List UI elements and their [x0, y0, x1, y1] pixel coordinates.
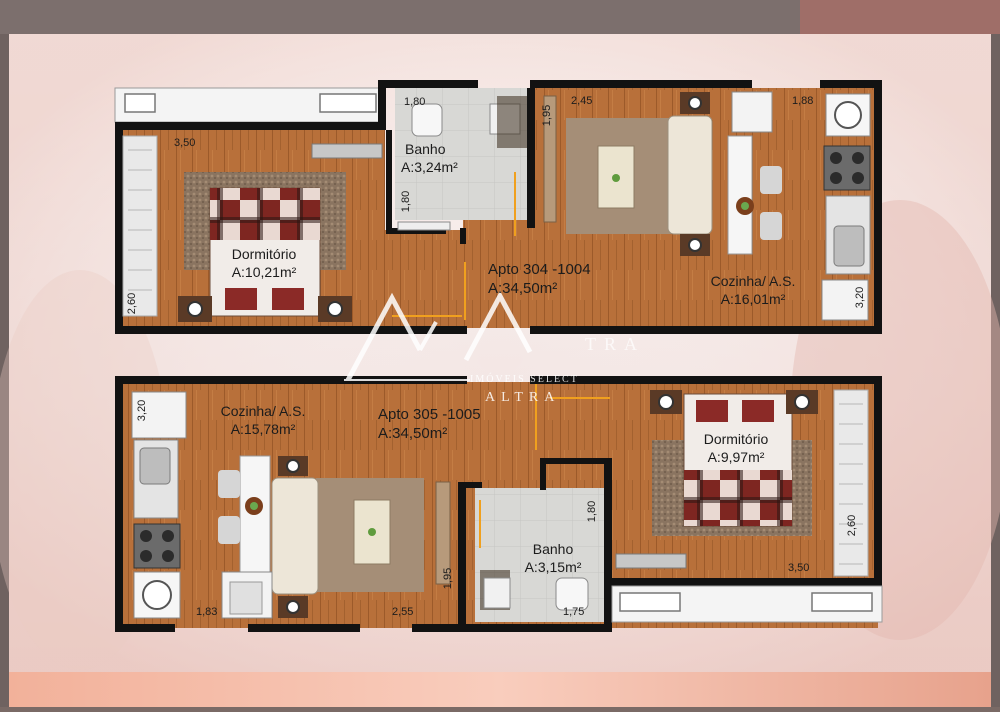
bottom-kitchen-width-dim: 1,83 [196, 606, 218, 618]
watermark-company: ALTRA [485, 390, 561, 405]
bottom-bath-width-dim: 1,75 [563, 606, 585, 618]
bottom-bedroom-area: A:9,97m² [707, 449, 765, 465]
top-apartment-area: A:34,50m² [488, 280, 558, 297]
bottom-bath-label: Banho A:3,15m² [508, 540, 598, 576]
top-bath-width-dim: 1,80 [404, 96, 426, 108]
watermark-partial-text: TRA [585, 334, 645, 354]
bottom-bedroom-name: Dormitório [703, 431, 769, 447]
bottom-band [9, 672, 991, 707]
top-kitchen-area: A:16,01m² [720, 291, 786, 307]
watermark-logo [344, 290, 533, 382]
top-living-dim: 2,45 [571, 95, 593, 107]
top-unit-plan [114, 80, 882, 334]
top-kitchen-name: Cozinha/ A.S. [710, 273, 796, 289]
top-bedroom-label: Dormitório A:10,21m² [214, 245, 314, 281]
bottom-living-dim: 2,55 [392, 606, 414, 618]
top-kitchen-label: Cozinha/ A.S. A:16,01m² [698, 272, 808, 308]
bottom-unit-plan [115, 376, 883, 632]
bottom-bedroom-label: Dormitório A:9,97m² [686, 430, 786, 466]
top-bedroom-area: A:10,21m² [231, 264, 297, 280]
bottom-kitchen-area: A:15,78m² [230, 421, 296, 437]
top-bedroom-name: Dormitório [231, 246, 297, 262]
top-bath-depth-dim: 1,80 [400, 190, 413, 213]
bottom-bedroom-width-dim: 3,50 [788, 562, 810, 574]
top-hall-dim: 1,95 [541, 104, 554, 127]
bottom-apartment-label: Apto 305 -1005 A:34,50m² [378, 405, 481, 443]
top-bath-area: A:3,24m² [401, 159, 458, 175]
bottom-apartment-name: Apto 305 -1005 [378, 406, 481, 423]
bottom-kitchen-name: Cozinha/ A.S. [220, 403, 306, 419]
bottom-bath-name: Banho [532, 541, 574, 557]
top-bath-label: Banho A:3,24m² [395, 140, 475, 176]
top-bath-name: Banho [405, 141, 446, 157]
bottom-kitchen-depth-dim: 3,20 [136, 399, 149, 422]
bottom-bath-area: A:3,15m² [524, 559, 582, 575]
bottom-hall-dim: 1,95 [442, 567, 455, 590]
bottom-kitchen-label: Cozinha/ A.S. A:15,78m² [208, 402, 318, 438]
top-bedroom-width-dim: 3,50 [174, 137, 196, 149]
top-bedroom-depth-dim: 2,60 [126, 292, 139, 315]
top-kitchen-width-dim: 1,88 [792, 95, 814, 107]
bottom-bedroom-depth-dim: 2,60 [846, 514, 859, 537]
top-apartment-name: Apto 304 -1004 [488, 261, 591, 278]
top-apartment-label: Apto 304 -1004 A:34,50m² [488, 260, 591, 298]
watermark-subtitle: IMÓVEIS SELECT [470, 374, 579, 385]
bottom-apartment-area: A:34,50m² [378, 425, 448, 442]
bottom-bath-depth-dim: 1,80 [586, 500, 599, 523]
top-kitchen-depth-dim: 3,20 [854, 286, 867, 309]
